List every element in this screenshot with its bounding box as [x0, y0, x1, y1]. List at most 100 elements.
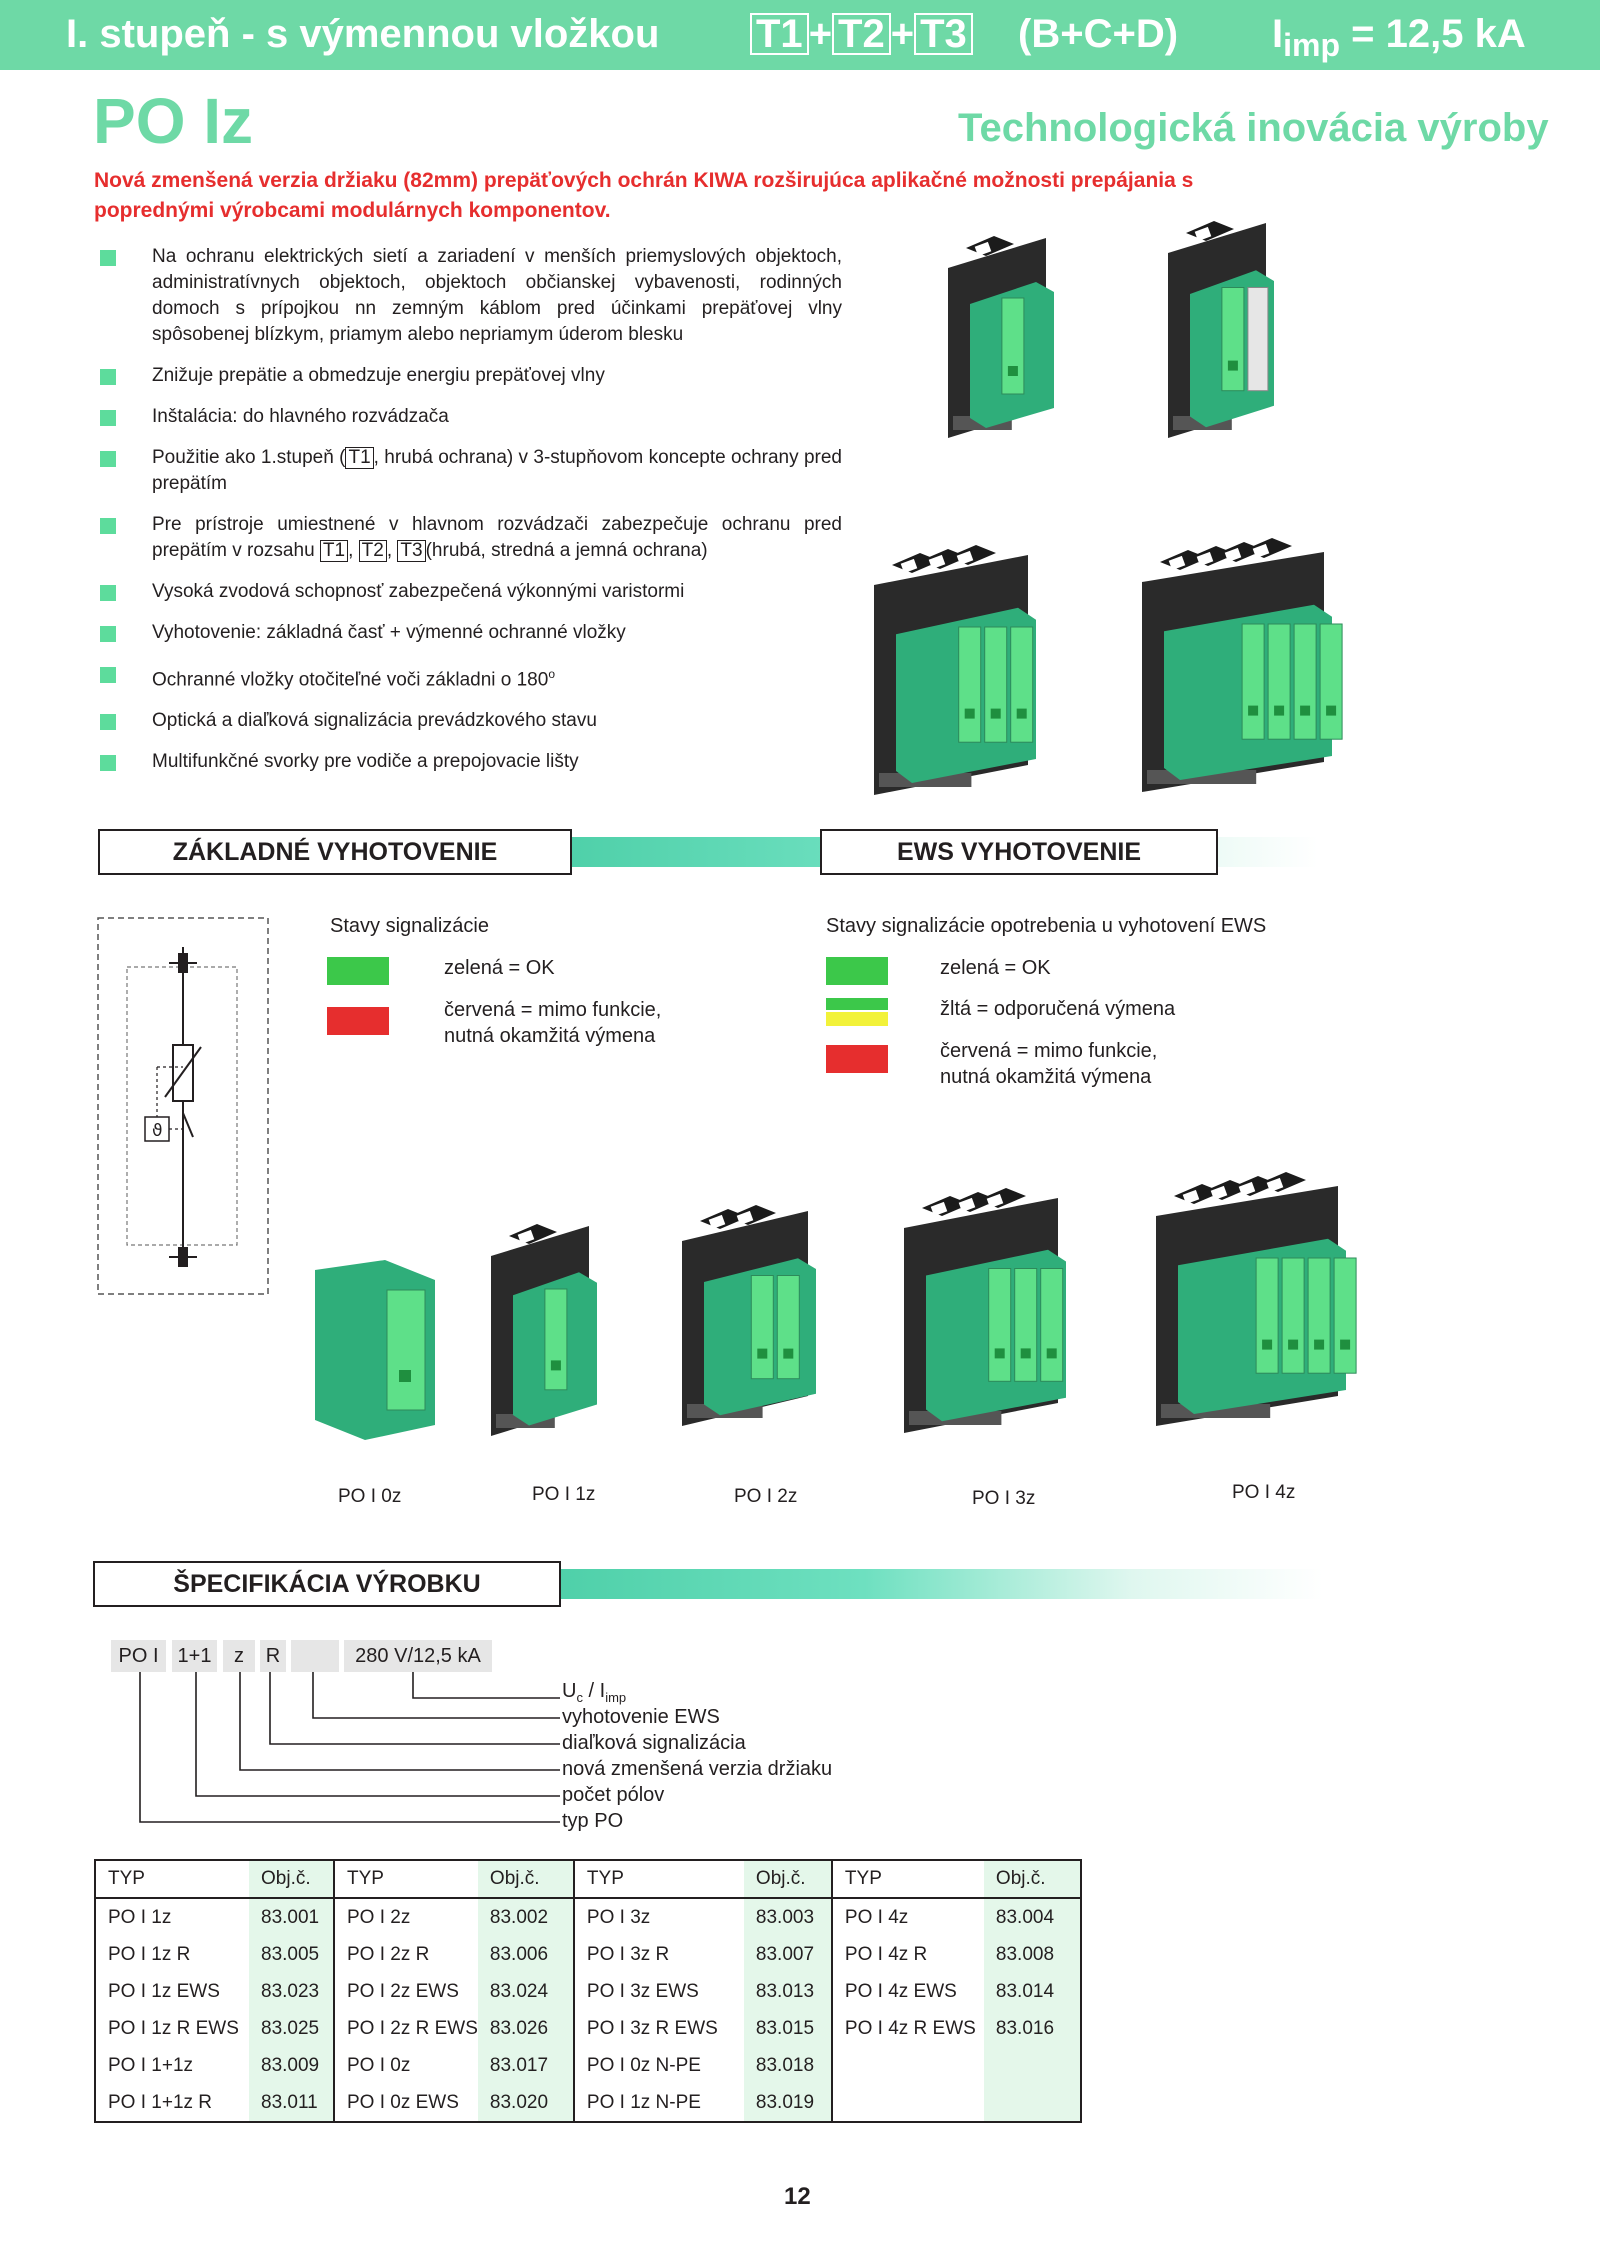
- cell-order-number: 83.004: [983, 1898, 1081, 1936]
- code-part-remote: R: [260, 1640, 286, 1672]
- col-header-typ: TYP: [95, 1860, 249, 1899]
- product-image-po-i-2z: [682, 1205, 816, 1426]
- order-table: TYP Obj.č. TYP Obj.č. TYP Obj.č. TYP Obj…: [94, 1859, 1082, 2123]
- table-header-row: TYP Obj.č. TYP Obj.č. TYP Obj.č. TYP Obj…: [95, 1860, 1081, 1899]
- product-label: PO I 4z: [1232, 1482, 1296, 1503]
- t3-box: T3: [397, 540, 426, 562]
- signal-ews-red: červená = mimo funkcie, nutná okamžitá vý…: [940, 1038, 1157, 1090]
- t1-box: T1: [750, 13, 809, 55]
- cell-type: PO I 2z EWS: [347, 1980, 459, 2002]
- cell-order-number: 83.018: [743, 2047, 833, 2084]
- label-remote: diaľková signalizácia: [562, 1732, 746, 1754]
- product-image-po-i-0z: [315, 1260, 435, 1440]
- imp-value: = 12,5 kA: [1351, 12, 1526, 56]
- label-uc-imp: Uc / Iimp: [562, 1678, 626, 1711]
- bullet-text: Ochranné vložky otočiteľné voči základni…: [152, 669, 549, 691]
- header-bar: I. stupeň - s výmennou vložkou T1+T2+T3 …: [0, 0, 1600, 70]
- circuit-diagram: ϑ: [97, 917, 269, 1295]
- cell-type: [832, 2084, 984, 2122]
- t3-box: T3: [914, 13, 973, 55]
- list-item: Optická a diaľková signalizácia prevádzk…: [97, 708, 842, 734]
- cell-order-number: 83.006: [477, 1936, 575, 1973]
- cell-order-number: 83.019: [743, 2084, 833, 2122]
- bullet-square: [100, 250, 116, 266]
- list-item: Vyhotovenie: základná časť + výmenné och…: [97, 620, 842, 646]
- bullet-text: Vysoká zvodová schopnosť zabezpečená výk…: [152, 581, 685, 602]
- cell-type: PO I 2z R: [347, 1943, 430, 1965]
- cell-type: PO I 0z N-PE: [586, 2054, 701, 2076]
- cell-order-number: 83.013: [743, 1973, 833, 2010]
- uc-sub: c: [576, 1690, 583, 1705]
- col-header-obj: Obj.č.: [743, 1860, 833, 1899]
- signal-basic-red: červená = mimo funkcie,nutná okamžitá vý…: [444, 997, 661, 1049]
- cell-type: PO I 4z EWS: [844, 1980, 957, 2002]
- red-line-2: nutná okamžitá výmena: [940, 1066, 1152, 1088]
- cell-order-number: 83.001: [249, 1898, 335, 1936]
- red-swatch: [826, 1045, 888, 1073]
- cell-type: PO I 4z R EWS: [844, 2017, 976, 2039]
- bullet-text: Pre prístroje umiestnené v hlavnom rozvá…: [152, 514, 842, 561]
- red-line-1: červená = mimo funkcie,: [940, 1040, 1158, 1062]
- bullet-text: Multifunkčné svorky pre vodiče a prepojo…: [152, 751, 579, 773]
- label-ews: vyhotovenie EWS: [562, 1706, 720, 1728]
- label-poles: počet pólov: [562, 1784, 665, 1806]
- cell-order-number: 83.005: [249, 1936, 335, 1973]
- section-spec: ŠPECIFIKÁCIA VÝROBKU: [93, 1561, 1323, 1607]
- cell-order-number: 83.025: [249, 2010, 335, 2047]
- cell-order-number: 83.008: [983, 1936, 1081, 1973]
- intro-text: Nová zmenšená verzia držiaku (82mm) prep…: [94, 169, 1194, 222]
- green-swatch: [826, 957, 888, 985]
- cell-type: PO I 1+1z R: [108, 2091, 213, 2113]
- uc-slash: / I: [582, 1680, 606, 1702]
- list-item: Pre prístroje umiestnené v hlavnom rozvá…: [97, 512, 842, 564]
- cell-type: PO I 1z N-PE: [586, 2091, 701, 2113]
- cell-order-number: [983, 2084, 1081, 2122]
- list-item: Multifunkčné svorky pre vodiče a prepojo…: [97, 749, 842, 775]
- section-title-ews: EWS VYHOTOVENIE: [820, 829, 1218, 875]
- feature-list: Na ochranu elektrických sietí a zariaden…: [97, 244, 842, 790]
- bullet-text: Znižuje prepätie a obmedzuje energiu pre…: [152, 365, 605, 386]
- degree-sup: o: [548, 667, 556, 681]
- cell-order-number: 83.026: [477, 2010, 575, 2047]
- header-imp: Iimp = 12,5 kA: [1272, 12, 1526, 64]
- section-title-basic: ZÁKLADNÉ VYHOTOVENIE: [98, 829, 572, 875]
- product-image-po-i-4z: [1156, 1172, 1357, 1426]
- signal-ews-yellow: žltá = odporučená výmena: [940, 998, 1176, 1020]
- cell-order-number: 83.017: [477, 2047, 575, 2084]
- product-label: PO I 2z: [734, 1486, 798, 1507]
- bullet-square: [100, 755, 116, 772]
- bullet-square: [100, 714, 116, 731]
- cell-order-number: 83.020: [477, 2084, 575, 2122]
- code-part-holder: z: [223, 1640, 255, 1672]
- bullet-square: [100, 518, 116, 534]
- cell-type: PO I 1z: [108, 1906, 172, 1928]
- plus-sign: +: [890, 12, 915, 56]
- uc-symbol: U: [562, 1680, 577, 1702]
- cell-type: PO I 1z EWS: [108, 1980, 220, 2002]
- bullet-text: , hrubá ochrana) v 3-stupňovom koncepte …: [152, 447, 842, 494]
- cell-type: [832, 2047, 984, 2084]
- model-title: PO Iz: [93, 85, 254, 157]
- cell-order-number: 83.014: [983, 1973, 1081, 2010]
- product-label: PO I 0z: [338, 1486, 402, 1507]
- signal-ews-green: zelená = OK: [940, 957, 1051, 979]
- label-type: typ PO: [562, 1810, 624, 1832]
- bullet-square: [100, 410, 116, 426]
- cell-order-number: 83.011: [249, 2084, 335, 2122]
- cell-order-number: 83.024: [477, 1973, 575, 2010]
- col-header-typ: TYP: [831, 1860, 984, 1899]
- cell-order-number: 83.007: [743, 1936, 833, 1973]
- code-part-poles: 1+1: [172, 1640, 217, 1672]
- bullet-square: [100, 369, 116, 385]
- bullet-text: Na ochranu elektrických sietí a zariaden…: [152, 246, 842, 345]
- cell-order-number: 83.003: [743, 1898, 833, 1936]
- section-basic-ews: ZÁKLADNÉ VYHOTOVENIE EWS VYHOTOVENIE: [98, 829, 1318, 875]
- cell-type: PO I 4z R: [844, 1943, 928, 1965]
- list-item: Znižuje prepätie a obmedzuje energiu pre…: [97, 363, 842, 389]
- t2-box: T2: [358, 540, 387, 562]
- product-image-3p: [874, 545, 1036, 795]
- product-image-1p: [948, 236, 1054, 438]
